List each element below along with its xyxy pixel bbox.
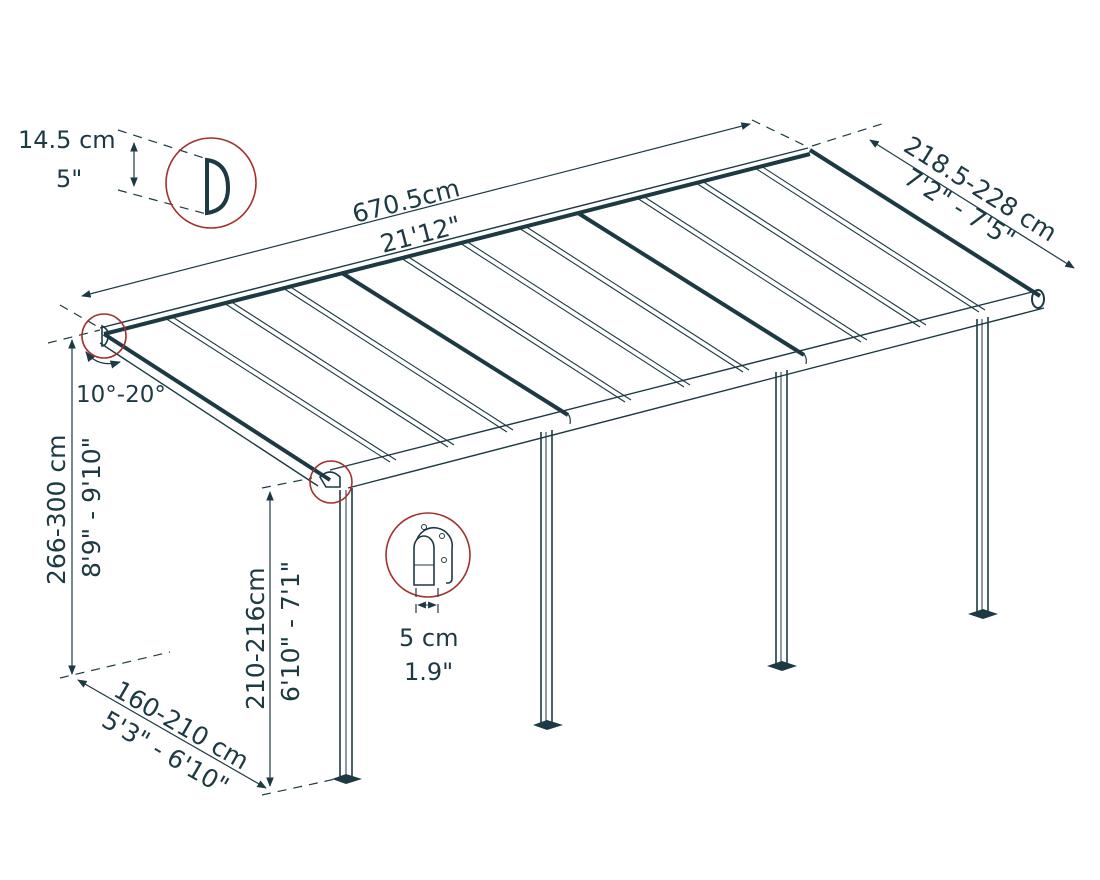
wall-profile-imperial: 5" (56, 165, 82, 193)
roof (99, 147, 1045, 489)
front-height-imperial: 6'10" - 7'1" (276, 561, 305, 702)
wall-height-dimension: 266-300 cm 8'9" - 9'10" (42, 329, 106, 675)
post-width-metric: 5 cm (399, 624, 458, 652)
wall-height-imperial: 8'9" - 9'10" (77, 437, 106, 578)
rear-bracket-callout (81, 313, 127, 359)
post-bracket-detail: 5 cm 1.9" (385, 512, 471, 686)
wall-profile-callout (165, 137, 257, 229)
post-4 (968, 317, 998, 619)
post-2 (533, 430, 563, 730)
wall-height-metric: 266-300 cm (42, 434, 71, 585)
post-width-imperial: 1.9" (404, 658, 453, 686)
length-dimension: 670.5cm 21'12" (59, 119, 811, 329)
glazing-bars (164, 165, 986, 463)
post-1 (332, 488, 362, 784)
posts (332, 317, 998, 784)
front-height-metric: 210-216cm (241, 567, 270, 710)
wall-profile-metric: 14.5 cm (18, 126, 116, 154)
front-height-dimension: 210-216cm 6'10" - 7'1" (241, 477, 313, 787)
front-corner-callout (309, 460, 353, 504)
pitch-label: 10°-20° (76, 382, 166, 408)
post-3 (767, 370, 797, 671)
post-bracket-callout (385, 512, 471, 598)
pitch-annotation: 10°-20° (76, 351, 166, 408)
wall-profile-detail: 14.5 cm 5" (18, 126, 257, 229)
depth-dimension: 218.5-228 cm 7'2" - 7'5" (811, 121, 1075, 269)
